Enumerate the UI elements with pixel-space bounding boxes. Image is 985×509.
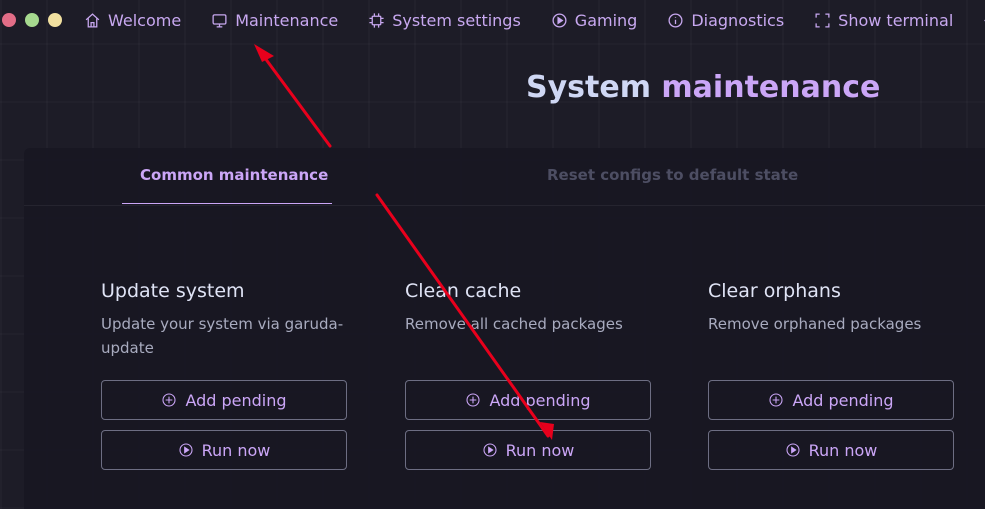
nav-diagnostics[interactable]: Diagnostics bbox=[667, 11, 784, 30]
tab-bar: Common maintenance Reset configs to defa… bbox=[24, 148, 985, 206]
card-update-system: Update system Update your system via gar… bbox=[101, 280, 349, 470]
nav-maintenance[interactable]: Maintenance bbox=[211, 11, 338, 30]
card-clear-orphans: Clear orphans Remove orphaned packages A… bbox=[708, 280, 956, 470]
nav-gaming[interactable]: Gaming bbox=[551, 10, 638, 30]
tab-common-maintenance[interactable]: Common maintenance bbox=[140, 166, 329, 184]
nav-system-settings-label: System settings bbox=[392, 10, 521, 30]
clean-cache-run-now-button[interactable]: Run now bbox=[405, 430, 651, 470]
card-clean-cache: Clean cache Remove all cached packages A… bbox=[405, 280, 653, 470]
chip-icon bbox=[369, 12, 384, 28]
clear-orphans-run-now-button[interactable]: Run now bbox=[708, 430, 954, 470]
card-description: Remove all cached packages bbox=[405, 315, 623, 333]
plus-circle-icon bbox=[466, 393, 480, 407]
card-title: Update system bbox=[101, 280, 245, 302]
button-label: Add pending bbox=[792, 390, 894, 410]
play-circle-icon bbox=[179, 443, 193, 457]
tab-reset-configs[interactable]: Reset configs to default state bbox=[547, 166, 799, 184]
monitor-icon bbox=[212, 13, 227, 28]
minimize-window-button[interactable] bbox=[25, 13, 39, 27]
nav-maintenance-label: Maintenance bbox=[235, 10, 339, 30]
play-circle-icon bbox=[786, 443, 800, 457]
nav-show-terminal-label: Show terminal bbox=[838, 10, 954, 30]
fullscreen-icon bbox=[815, 12, 830, 28]
play-circle-icon bbox=[552, 12, 567, 28]
info-icon bbox=[668, 12, 683, 28]
close-window-button[interactable] bbox=[2, 13, 16, 27]
button-label: Add pending bbox=[185, 390, 287, 410]
play-circle-icon bbox=[483, 443, 497, 457]
nav-welcome[interactable]: Welcome bbox=[84, 11, 181, 30]
nav-show-terminal[interactable]: Show terminal bbox=[814, 11, 953, 30]
button-label: Run now bbox=[808, 440, 878, 460]
clean-cache-add-pending-button[interactable]: Add pending bbox=[405, 380, 651, 420]
page-title-plain: System bbox=[526, 70, 651, 105]
button-label: Run now bbox=[201, 440, 271, 460]
card-description: Remove orphaned packages bbox=[708, 315, 922, 333]
nav-welcome-label: Welcome bbox=[108, 10, 182, 30]
update-system-add-pending-button[interactable]: Add pending bbox=[101, 380, 347, 420]
update-system-run-now-button[interactable]: Run now bbox=[101, 430, 347, 470]
card-title: Clean cache bbox=[405, 280, 522, 302]
button-label: Run now bbox=[505, 440, 575, 460]
nav-system-settings[interactable]: System settings bbox=[368, 11, 521, 30]
page-title: System maintenance bbox=[526, 70, 880, 105]
card-description: Update your system via garuda-update bbox=[101, 315, 344, 357]
plus-circle-icon bbox=[769, 393, 783, 407]
nav-gaming-label: Gaming bbox=[574, 10, 638, 30]
home-icon bbox=[85, 12, 100, 28]
plus-circle-icon bbox=[162, 393, 176, 407]
top-navigation-bar: Welcome Maintenance System settings Gami… bbox=[0, 0, 985, 40]
page-title-accent: maintenance bbox=[661, 70, 881, 105]
button-label: Add pending bbox=[489, 390, 591, 410]
maintenance-panel: Common maintenance Reset configs to defa… bbox=[24, 148, 985, 509]
nav-diagnostics-label: Diagnostics bbox=[691, 10, 785, 30]
window-controls bbox=[2, 13, 62, 27]
clear-orphans-add-pending-button[interactable]: Add pending bbox=[708, 380, 954, 420]
card-title: Clear orphans bbox=[708, 280, 841, 302]
maximize-window-button[interactable] bbox=[48, 13, 62, 27]
active-tab-indicator bbox=[122, 203, 332, 204]
